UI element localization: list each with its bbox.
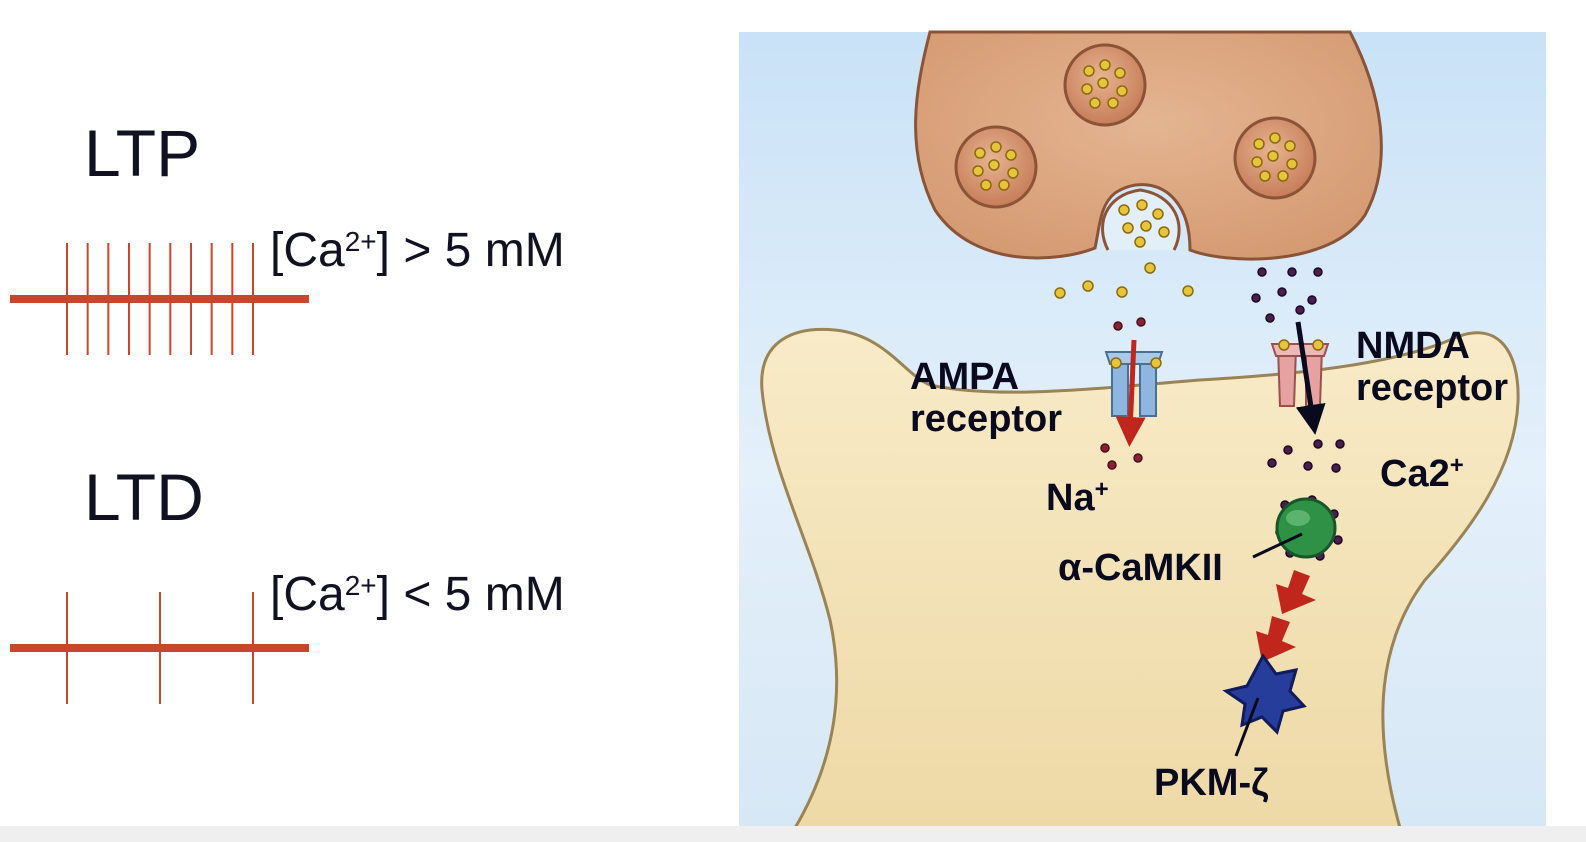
calcium-ion [1331, 463, 1341, 473]
neurotransmitter-dot [1116, 286, 1128, 298]
neurotransmitter-dot [1286, 158, 1298, 170]
postsynaptic-spine [760, 327, 1520, 830]
sodium-ion [1133, 453, 1143, 463]
ltd-condition: [Ca2+] < 5 mM [270, 568, 565, 621]
calcium-ion [1303, 461, 1313, 471]
neurotransmitter-dot [1083, 65, 1095, 77]
neurotransmitter-dot [1284, 140, 1296, 152]
calcium-ion [1287, 267, 1297, 277]
neurotransmitter-dot [1118, 204, 1130, 216]
bottom-strip [0, 826, 1586, 842]
ltp-condition: [Ca2+] > 5 mM [270, 224, 565, 277]
calcium-ion [1335, 439, 1345, 449]
neurotransmitter-dot [1122, 222, 1134, 234]
camkii-label: α-CaMKII [1058, 547, 1223, 589]
ltp-title: LTP [84, 116, 200, 190]
calcium-ion [1251, 293, 1261, 303]
camkii-molecule [1275, 497, 1337, 559]
neurotransmitter-dot [1182, 285, 1194, 297]
neurotransmitter-dot [1278, 339, 1290, 351]
neurotransmitter-dot [1089, 97, 1101, 109]
neurotransmitter-dot [1097, 77, 1109, 89]
calcium-influx-arrow [1295, 321, 1326, 435]
pkm-leader-line [1234, 697, 1260, 757]
neurotransmitter-dot [1277, 170, 1289, 182]
neurotransmitter-dot [1134, 236, 1146, 248]
neurotransmitter-dot [998, 179, 1010, 191]
neurotransmitter-dot [1114, 67, 1126, 79]
cascade-arrow-2 [1256, 616, 1296, 662]
neurotransmitter-dot [1259, 170, 1271, 182]
sodium-influx-arrow [1115, 339, 1146, 447]
calcium-ion [1307, 295, 1317, 305]
ampa-label: AMPA receptor [910, 356, 1062, 440]
cascade-arrow-1 [1276, 570, 1316, 614]
calcium-ion [1277, 287, 1287, 297]
ltd-group: LTD [Ca2+] < 5 mM [10, 460, 565, 704]
pkm-zeta-label: PKM-ζ [1154, 762, 1269, 804]
neurotransmitter-dot [1099, 59, 1111, 71]
calcium-ion [1313, 267, 1323, 277]
neurotransmitter-dot [1054, 287, 1066, 299]
ltp-spike-train [10, 243, 309, 355]
neurotransmitter-dot [1144, 262, 1156, 274]
nmda-label: NMDA receptor [1356, 325, 1508, 409]
neurotransmitter-dot [980, 179, 992, 191]
neurotransmitter-dot [988, 159, 1000, 171]
ltp-group: LTP [Ca2+] > 5 mM [10, 116, 565, 355]
ion-particles [1054, 199, 1345, 561]
calcium-ion [1283, 445, 1293, 455]
neurotransmitter-dot [1140, 220, 1152, 232]
neurotransmitter-dot [972, 165, 984, 177]
calcium-ion [1267, 458, 1277, 468]
calcium-ion [1257, 267, 1267, 277]
neurotransmitter-dot [1150, 357, 1162, 369]
neurotransmitter-dot [1007, 167, 1019, 179]
sodium-ion [1113, 321, 1123, 331]
presynaptic-terminal [914, 30, 1383, 261]
neurotransmitter-dot [1081, 83, 1093, 95]
calcium-label: Ca2+ [1380, 452, 1464, 496]
calcium-ion [1333, 535, 1343, 545]
sodium-ion [1136, 317, 1146, 327]
sodium-ion [1107, 460, 1117, 470]
pkm-zeta-molecule [1222, 653, 1307, 735]
calcium-ion [1313, 439, 1323, 449]
ltd-spike-train [10, 592, 309, 704]
neurotransmitter-dot [1110, 357, 1122, 369]
calcium-ion [1265, 313, 1275, 323]
neurotransmitter-dot [1312, 339, 1324, 351]
synapse-illustration: AMPA receptor NMDA receptor Na+ Ca2+ α-C… [739, 30, 1546, 830]
neurotransmitter-dot [1152, 208, 1164, 220]
sodium-ion [1100, 443, 1110, 453]
synaptic-vesicles [954, 43, 1317, 209]
neurotransmitter-dot [1136, 199, 1148, 211]
neurotransmitter-dot [1107, 97, 1119, 109]
camkii-leader-line [1252, 532, 1303, 559]
ltd-title: LTD [84, 460, 204, 534]
sodium-label: Na+ [1046, 476, 1109, 520]
neurotransmitter-dot [1082, 280, 1094, 292]
neurotransmitter-dot [1158, 226, 1170, 238]
neurotransmitter-dot [1253, 138, 1265, 150]
neurotransmitter-dot [1005, 149, 1017, 161]
neurotransmitter-dot [1269, 132, 1281, 144]
neurotransmitter-dot [990, 141, 1002, 153]
calcium-ion [1295, 305, 1305, 315]
neurotransmitter-dot [974, 147, 986, 159]
neurotransmitter-dot [1267, 150, 1279, 162]
neurotransmitter-dot [1251, 156, 1263, 168]
neurotransmitter-dot [1116, 85, 1128, 97]
